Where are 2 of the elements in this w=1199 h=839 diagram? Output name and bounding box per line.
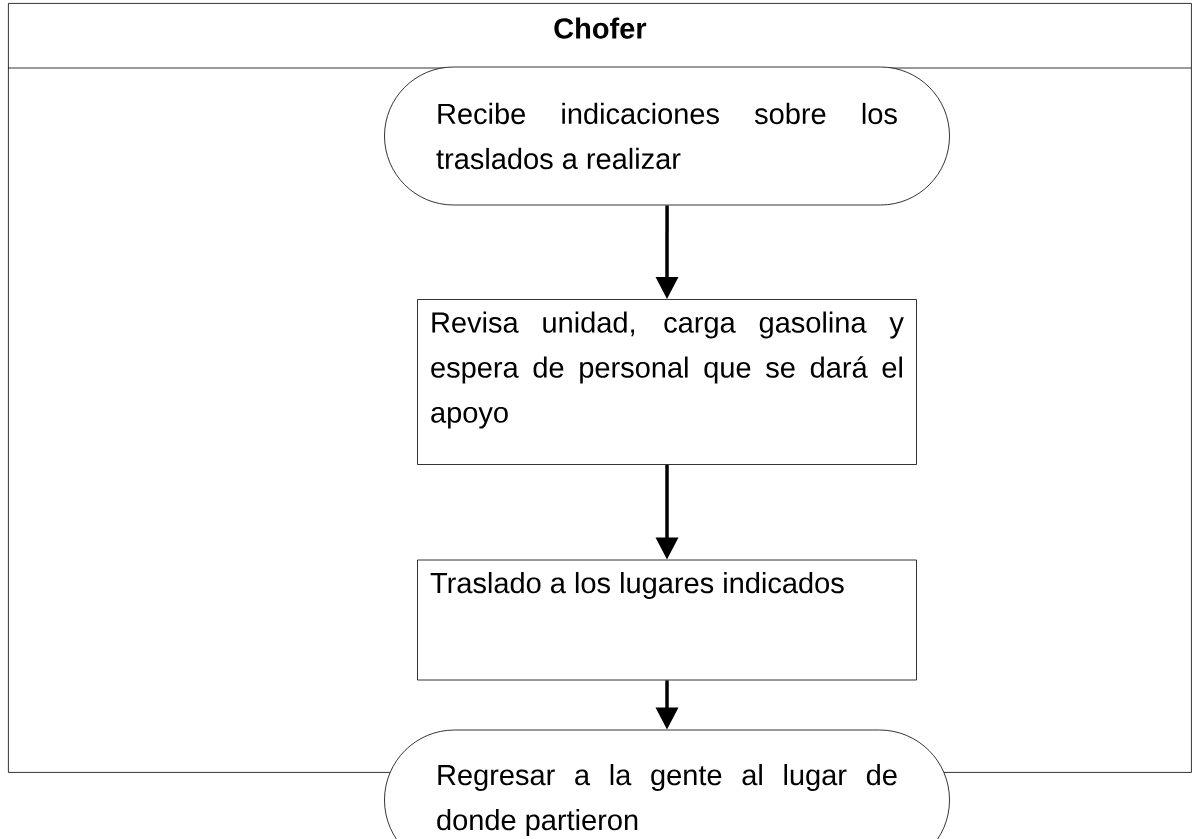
process-box: Revisa unidad, carga gasolina y espera de personal que se dará el apoyo [417,299,917,465]
process-box: Traslado a los lugares indicados [417,559,917,681]
